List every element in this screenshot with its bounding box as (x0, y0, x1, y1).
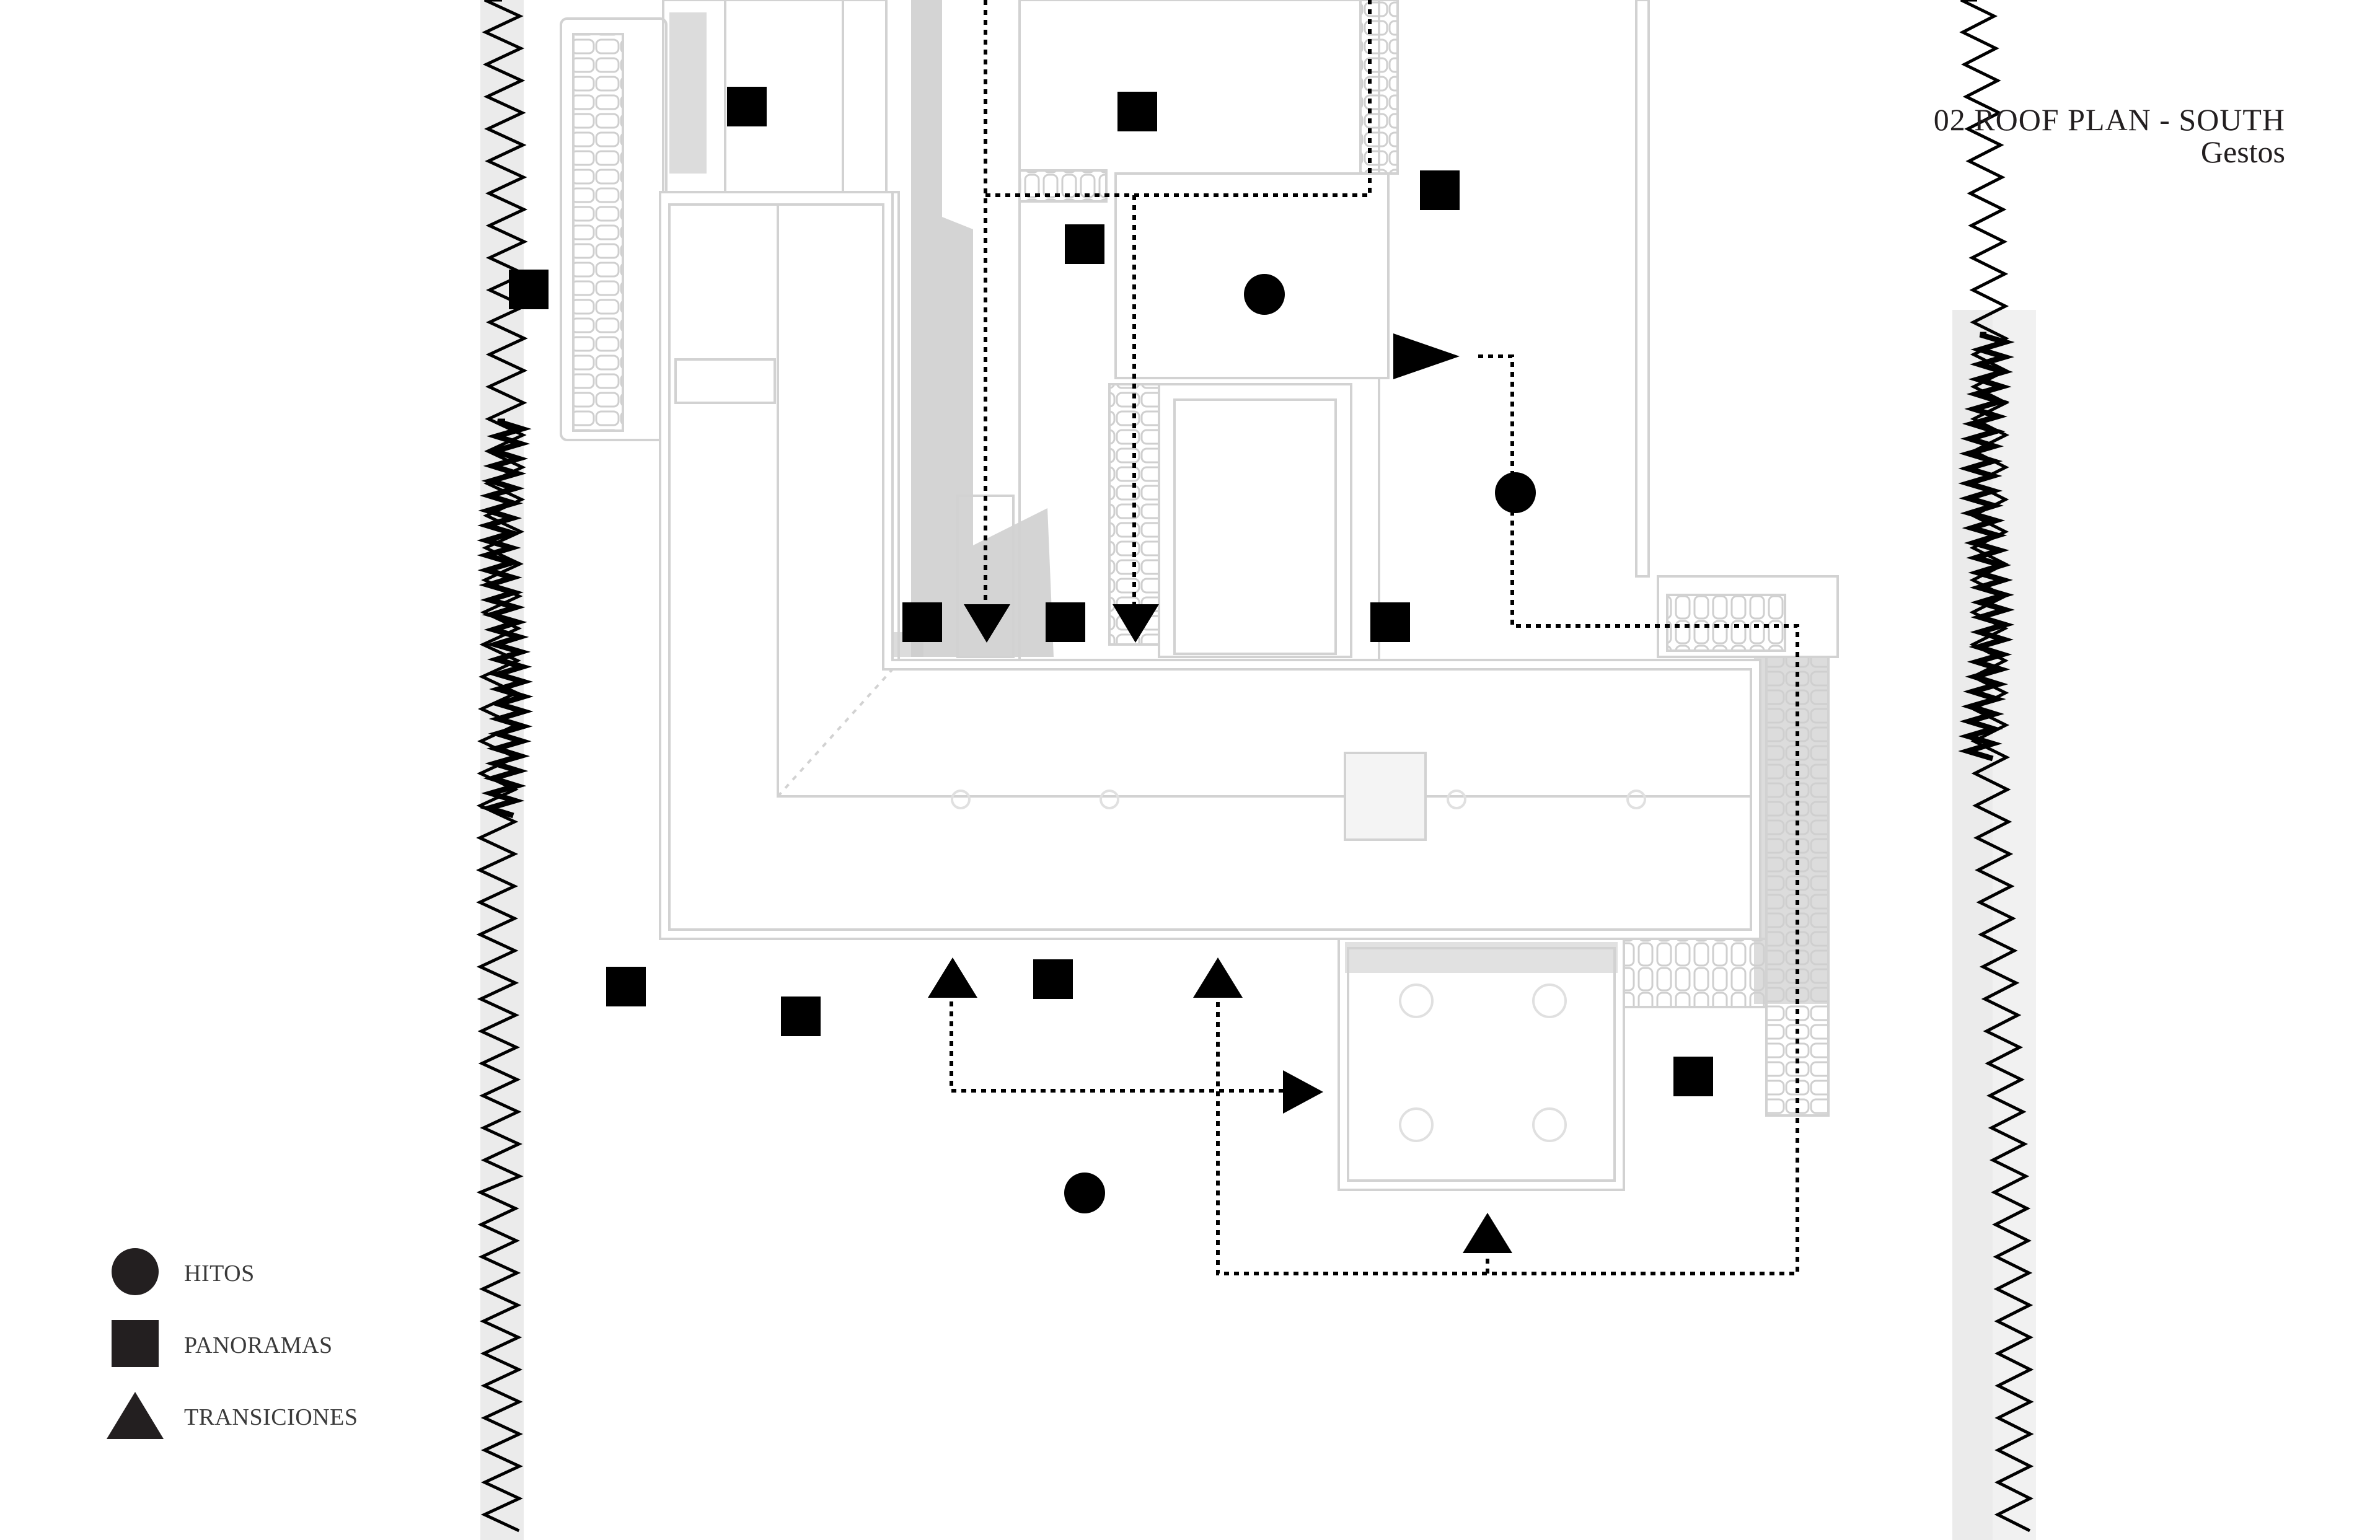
hito-marker (1244, 274, 1285, 315)
plan-subtitle: Gestos (2200, 134, 2285, 169)
circle-icon (112, 1248, 159, 1295)
transicion-marker (1393, 333, 1460, 379)
panorama-marker (1420, 170, 1460, 210)
transiciones-markers (928, 333, 1512, 1253)
panorama-marker (509, 270, 549, 309)
building-outline (560, 0, 1839, 1191)
plan-title: 02 ROOF PLAN - SOUTH (1933, 102, 2285, 137)
panorama-marker (1370, 602, 1410, 642)
transicion-marker (928, 957, 977, 998)
transicion-marker (964, 604, 1010, 643)
hito-marker (1495, 472, 1536, 513)
hedge-right (1958, 0, 2034, 1533)
panorama-marker (1673, 1057, 1713, 1096)
legend-label: PANORAMAS (184, 1332, 333, 1358)
hedge-left (476, 0, 534, 1533)
panorama-marker (781, 997, 821, 1036)
transicion-marker (1463, 1213, 1512, 1253)
legend-label: HITOS (184, 1261, 255, 1287)
panorama-marker (606, 967, 646, 1006)
panorama-marker (1065, 224, 1104, 264)
square-icon (112, 1320, 159, 1367)
hito-marker (1064, 1173, 1105, 1213)
transicion-marker (1113, 604, 1159, 643)
hitos-markers (1064, 274, 1536, 1213)
transicion-marker (1193, 957, 1243, 998)
title-block: 02 ROOF PLAN - SOUTH Gestos (1934, 104, 2285, 167)
transicion-marker (1283, 1070, 1323, 1114)
panorama-marker (727, 87, 767, 126)
legend-label: TRANSICIONES (184, 1404, 358, 1430)
circulation-paths (950, 0, 1799, 1275)
panorama-marker (1033, 959, 1073, 999)
panorama-marker (1117, 92, 1157, 131)
panoramas-markers (509, 87, 1713, 1096)
panorama-marker (1046, 602, 1085, 642)
triangle-icon (107, 1392, 164, 1439)
panorama-marker (902, 602, 942, 642)
